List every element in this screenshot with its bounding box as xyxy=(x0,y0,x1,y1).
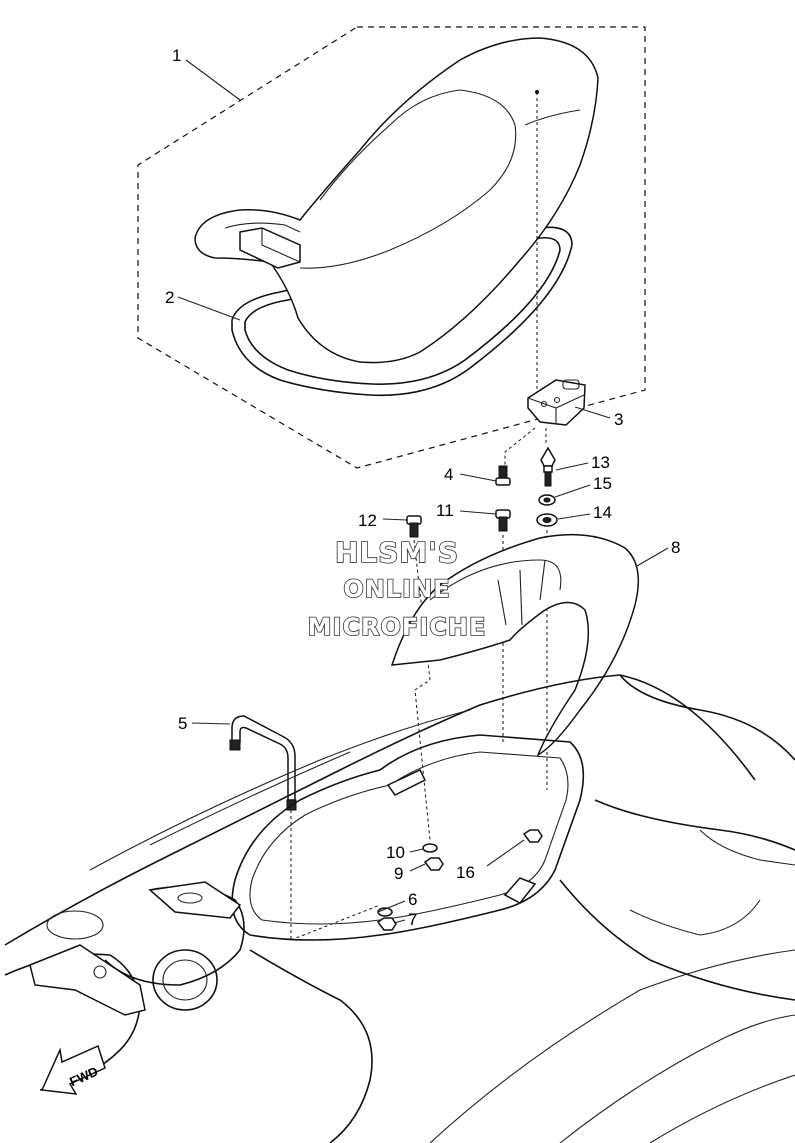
fwd-arrow-icon: FWD xyxy=(40,1044,106,1095)
callout-7: 7 xyxy=(408,910,417,929)
nut-7 xyxy=(376,917,397,931)
callout-16: 16 xyxy=(456,863,475,882)
bolt-4 xyxy=(495,465,511,486)
axis-line xyxy=(290,904,381,941)
callout-1: 1 xyxy=(172,46,181,65)
grab-handle xyxy=(390,533,640,757)
seat-assembly-boundary xyxy=(137,26,646,469)
axis-line xyxy=(413,539,431,841)
watermark-line-3: MICROFICHE xyxy=(308,613,487,641)
callout-8: 8 xyxy=(671,538,680,557)
nut-9 xyxy=(423,857,444,871)
callout-6: 6 xyxy=(408,890,417,909)
callout-10: 10 xyxy=(386,843,405,862)
washer-15-hole xyxy=(543,497,551,503)
bolt-12 xyxy=(406,515,422,538)
callout-15: 15 xyxy=(593,474,612,493)
axis-line xyxy=(504,427,536,470)
callout-11: 11 xyxy=(436,501,454,520)
leader-lines xyxy=(177,59,669,924)
callout-13: 13 xyxy=(591,453,610,472)
bracket xyxy=(527,379,586,426)
bolt-11 xyxy=(495,509,511,532)
nut-16 xyxy=(522,829,543,843)
callout-9: 9 xyxy=(394,864,403,883)
callout-12: 12 xyxy=(358,511,377,530)
seat xyxy=(194,37,599,364)
callout-4: 4 xyxy=(444,465,453,484)
stud-13 xyxy=(540,446,556,487)
axis-point xyxy=(535,90,539,94)
callout-5: 5 xyxy=(178,714,187,733)
callout-3: 3 xyxy=(614,410,623,429)
washer-14-hole xyxy=(542,517,552,523)
washer-10 xyxy=(422,843,438,853)
callout-2: 2 xyxy=(165,288,174,307)
handle-bar-5 xyxy=(229,715,297,811)
callout-14: 14 xyxy=(593,503,612,522)
watermark-line-1: HLSM'S xyxy=(335,536,459,569)
hull-deck xyxy=(4,674,795,1143)
watermark-line-2: ONLINE xyxy=(343,575,450,603)
